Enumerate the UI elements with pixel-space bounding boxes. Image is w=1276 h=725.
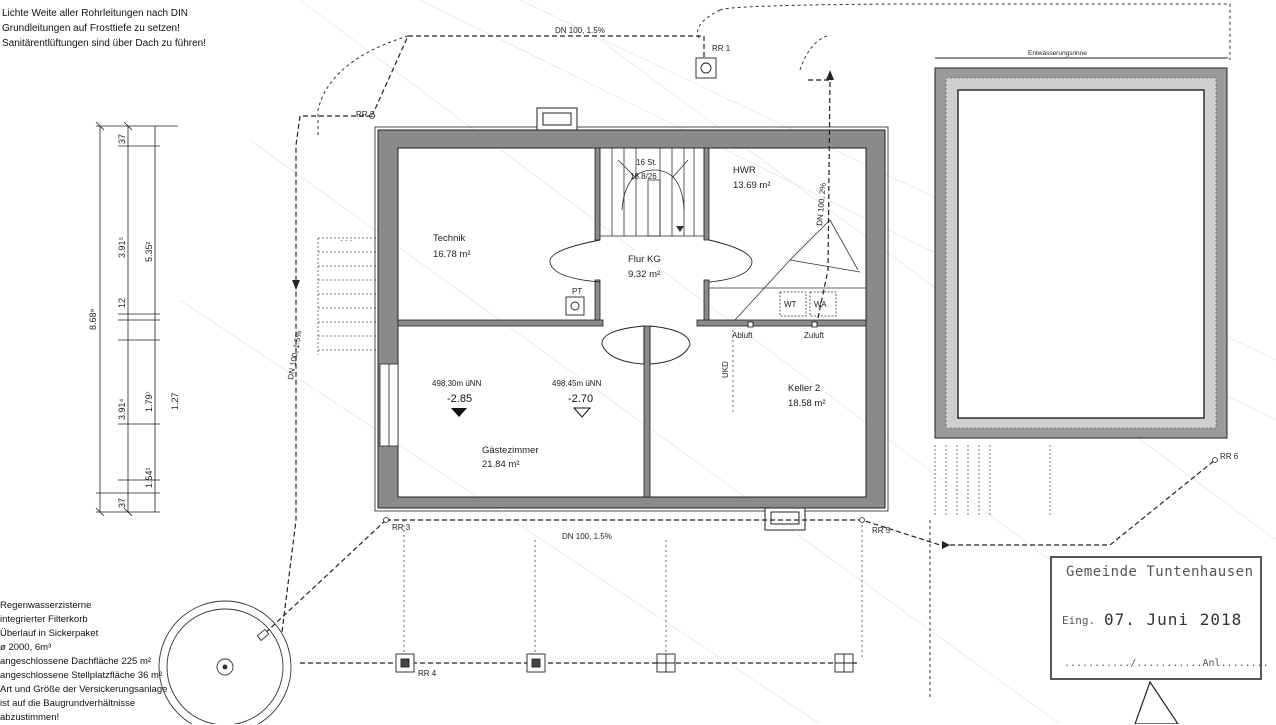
note-line: integrierter Filterkorb — [0, 614, 88, 625]
dim-lower: 3.91⁴ — [117, 398, 127, 420]
manhole-rr1 — [695, 57, 717, 79]
note-line: Lichte Weite aller Rohrleitungen nach DI… — [2, 8, 189, 19]
dim-bottom: 37 — [117, 498, 127, 508]
exterior-stairs-right — [934, 445, 1051, 515]
vent-markers — [747, 321, 818, 328]
manhole-label-rr1: RR 1 — [712, 44, 731, 53]
room-labels: Technik 16.78 m² Flur KG 9.32 m² HWR 13.… — [433, 165, 826, 470]
note-line: ist auf die Baugrundverhältnisse — [0, 698, 136, 709]
drain-pipes-thin — [403, 330, 863, 660]
fixture-ukd: UKD — [721, 361, 730, 378]
point-markers — [369, 113, 1218, 523]
stamp-label: Eing. — [1062, 614, 1096, 627]
manhole — [656, 653, 676, 673]
garage-structure — [934, 67, 1228, 439]
pipe-label-top: DN 100, 1.5% — [555, 26, 605, 35]
manhole-rr4 — [395, 653, 415, 673]
note-line: Grundleitungen auf Frosttiefe zu setzen! — [2, 23, 180, 34]
room-flur-area: 9.32 m² — [628, 269, 660, 280]
light-wells — [536, 107, 806, 531]
exterior-stairs-left — [317, 237, 378, 355]
dim-mid: 12 — [117, 298, 127, 308]
dimension-labels: 8.68⁹ 37 3.91⁵ 5.35² 12 3.91⁴ 1.79⁷ 1.27… — [88, 134, 180, 508]
flow-arrow — [942, 541, 950, 549]
flow-arrow — [826, 70, 834, 80]
dimension-chain — [95, 121, 178, 517]
level-left-nn: 498.30m üNN — [432, 379, 482, 388]
room-keller-name: Keller 2 — [788, 383, 820, 394]
level-left-value: -2.85 — [447, 393, 472, 405]
note-line: Art und Größe der Versickerungsanlage — [0, 684, 168, 695]
stair-steps: 16 St. — [636, 158, 657, 167]
fixture-wt: WT — [784, 300, 797, 309]
window-gaeste — [379, 363, 399, 447]
house-walls — [374, 126, 889, 512]
room-technik-name: Technik — [433, 233, 465, 244]
dim-outer: 8.68⁹ — [88, 308, 98, 330]
level-marker-filled — [451, 408, 467, 417]
dim-lower-a: 1.79⁷ — [144, 391, 154, 412]
stamp-footer: .........../...........Anl........ — [1064, 658, 1269, 669]
stamp-date: 07. Juni 2018 — [1104, 610, 1243, 629]
room-hwr-name: HWR — [733, 165, 756, 176]
fixture-wa: WA — [814, 300, 827, 309]
dim-top: 37 — [117, 134, 127, 144]
site-boundary — [317, 3, 1231, 700]
hwr-fixtures — [709, 219, 866, 321]
receipt-stamp: Gemeinde Tuntenhausen Eing. 07. Juni 201… — [1050, 556, 1269, 680]
interior-walls — [397, 147, 867, 498]
fixture-pt: PT — [572, 287, 582, 296]
level-right-value: -2.70 — [568, 393, 593, 405]
drain-pipes — [261, 35, 1216, 664]
north-arrow-icon — [1134, 680, 1179, 724]
note-line: ø 2000, 6m³ — [0, 642, 52, 653]
door-swings — [549, 239, 753, 365]
dim-upper: 3.91⁵ — [117, 236, 127, 258]
manhole-label-rr3: RR 3 — [392, 523, 411, 532]
manhole-label-rr6: RR 6 — [1220, 452, 1239, 461]
rainwater-cistern — [158, 600, 292, 724]
dim-upper-right: 5.35² — [144, 241, 154, 262]
note-line: Sanitärentlüftungen sind über Dach zu fü… — [2, 38, 207, 49]
staircase — [599, 147, 705, 237]
note-line: Regenwasserzisterne — [0, 600, 92, 611]
room-flur-name: Flur KG — [628, 254, 661, 265]
manhole — [834, 653, 854, 673]
room-hwr-area: 13.69 m² — [733, 180, 771, 191]
level-right-nn: 498.45m üNN — [552, 379, 602, 388]
stair-arrow-label: · · · — [340, 236, 352, 245]
level-marker-open — [572, 407, 592, 418]
pipe-label-bottom: DN 100, 1.5% — [562, 532, 612, 541]
pipe-label-left: DN 100, 1.5% — [286, 330, 304, 381]
gutter-label: Entwässerungsrinne — [1028, 50, 1087, 57]
stair-down-arrow — [676, 226, 684, 232]
pt-box — [565, 296, 585, 316]
note-line: abzustimmen! — [0, 712, 60, 723]
fixture-abluft: Abluft — [732, 331, 753, 340]
cistern-notes: Regenwasserzisterne integrierter Filterk… — [0, 599, 167, 725]
stamp-title: Gemeinde Tuntenhausen — [1066, 564, 1254, 580]
manhole-label-rr5: RR 5 — [872, 526, 891, 535]
dim-sill: 1.54¹ — [144, 467, 154, 488]
room-gaeste-name: Gästezimmer — [482, 445, 538, 456]
room-technik-area: 16.78 m² — [433, 249, 471, 260]
room-keller-area: 18.58 m² — [788, 398, 826, 409]
note-line: Überlauf in Sickerpaket — [0, 628, 99, 639]
note-line: angeschlossene Dachfläche 225 m² — [0, 656, 152, 667]
note-line: angeschlossene Stellplatzfläche 36 m² — [0, 670, 163, 681]
pipe-label-hwr: DN 100, 2% — [815, 182, 828, 226]
manhole-label-rr4: RR 4 — [418, 669, 437, 678]
stair-ratio: 18.8/26 — [630, 172, 657, 181]
drainage-notes: Lichte Weite aller Rohrleitungen nach DI… — [2, 6, 206, 51]
room-gaeste-area: 21.84 m² — [482, 459, 520, 470]
flow-arrow — [292, 280, 300, 290]
manhole-label-rr2: RR 2 — [356, 110, 375, 119]
manhole — [526, 653, 546, 673]
fixture-zuluft: Zuluft — [804, 331, 825, 340]
dim-lower-b: 1.27 — [170, 392, 180, 410]
